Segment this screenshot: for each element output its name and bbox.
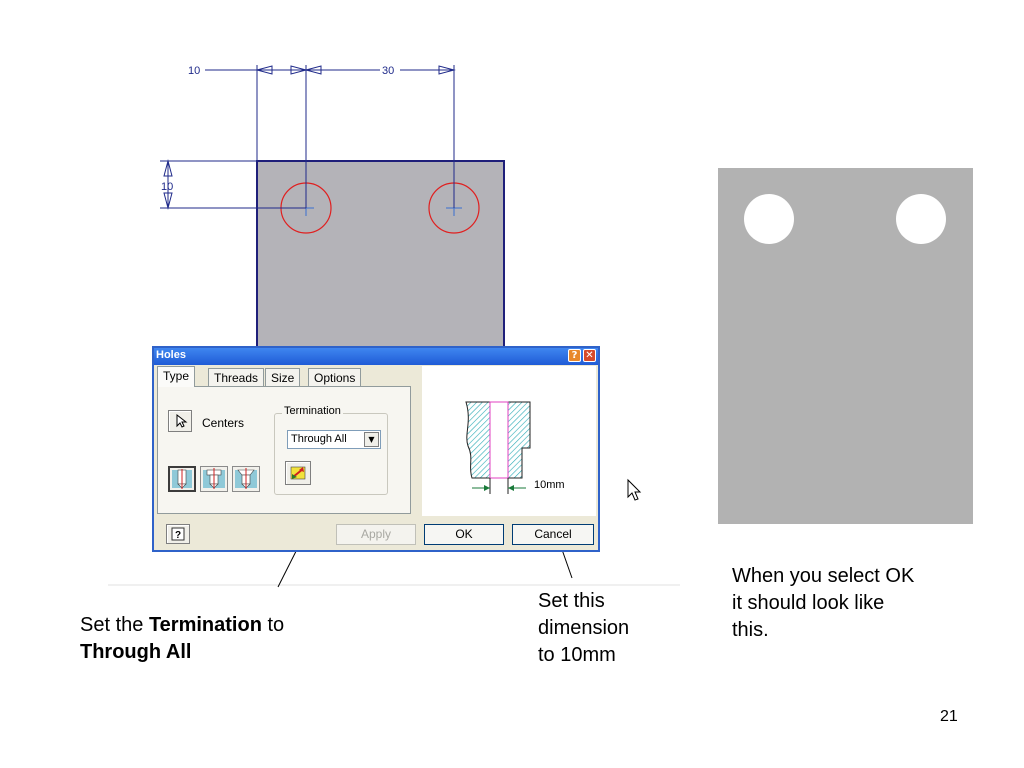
ok-button[interactable]: OK bbox=[424, 524, 504, 545]
note2-line3: to 10mm bbox=[538, 644, 616, 666]
dim-left-label: 10 bbox=[188, 65, 200, 77]
tab-type[interactable]: Type bbox=[157, 366, 196, 387]
note3-line1: When you select OK bbox=[732, 565, 915, 587]
countersink-hole-type-button[interactable] bbox=[232, 466, 260, 492]
hole-preview-pane bbox=[422, 366, 596, 516]
termination-instruction: Set the Termination to Through All bbox=[80, 612, 284, 666]
flip-direction-icon bbox=[290, 466, 306, 480]
note2-line2: dimension bbox=[538, 617, 630, 639]
svg-text:?: ? bbox=[175, 530, 181, 541]
note1-prefix: Set the bbox=[80, 614, 149, 636]
dialog-titlebar: Holes ? ✕ bbox=[154, 348, 598, 365]
dim-side-label: 10 bbox=[161, 181, 173, 193]
result-hole-left bbox=[744, 194, 794, 244]
close-icon[interactable]: ✕ bbox=[583, 349, 596, 362]
result-hole-right bbox=[896, 194, 946, 244]
note3-line3: this. bbox=[732, 619, 769, 641]
counterbore-hole-icon bbox=[203, 468, 225, 489]
preview-dimension-input[interactable]: 10mm bbox=[534, 479, 565, 491]
apply-button[interactable]: Apply bbox=[336, 524, 416, 545]
dimension-lines bbox=[160, 65, 456, 210]
page-number: 21 bbox=[940, 708, 958, 725]
centers-select-button[interactable] bbox=[168, 410, 192, 432]
note2-line1: Set this bbox=[538, 590, 605, 612]
plate bbox=[256, 160, 505, 352]
countersink-hole-icon bbox=[235, 468, 257, 489]
holes-dialog: Holes ? ✕ Type Threads Size Options Cent… bbox=[152, 346, 600, 552]
centers-label: Centers bbox=[202, 416, 245, 430]
note1-mid: to bbox=[261, 614, 285, 636]
mouse-cursor-icon bbox=[627, 478, 642, 501]
drilled-hole-type-button[interactable] bbox=[168, 466, 196, 492]
note1-termination: Termination bbox=[148, 614, 262, 636]
note3-line2: it should look like bbox=[732, 592, 885, 614]
cancel-button[interactable]: Cancel bbox=[512, 524, 594, 545]
dim-top-label: 30 bbox=[382, 65, 394, 77]
termination-label: Termination bbox=[282, 405, 343, 417]
dimension-instruction: Set this dimension to 10mm bbox=[538, 588, 629, 669]
chevron-down-icon[interactable]: ▼ bbox=[364, 432, 379, 447]
tab-size[interactable]: Size bbox=[265, 368, 301, 386]
result-note: When you select OK it should look like t… bbox=[732, 563, 914, 644]
help-button[interactable]: ? bbox=[166, 524, 190, 544]
counterbore-hole-type-button[interactable] bbox=[200, 466, 228, 492]
flip-direction-button[interactable] bbox=[285, 461, 311, 485]
dialog-title: Holes bbox=[156, 349, 186, 361]
tab-threads[interactable]: Threads bbox=[208, 368, 265, 386]
help-icon: ? bbox=[171, 527, 185, 541]
hole-section-preview bbox=[465, 401, 531, 494]
titlebar-help-icon[interactable]: ? bbox=[568, 349, 581, 362]
drilled-hole-icon bbox=[172, 469, 192, 489]
tab-options[interactable]: Options bbox=[308, 368, 362, 386]
termination-select[interactable]: Through All bbox=[287, 430, 381, 449]
cursor-arrow-icon bbox=[176, 413, 188, 428]
note1-through-all: Through All bbox=[80, 641, 192, 663]
